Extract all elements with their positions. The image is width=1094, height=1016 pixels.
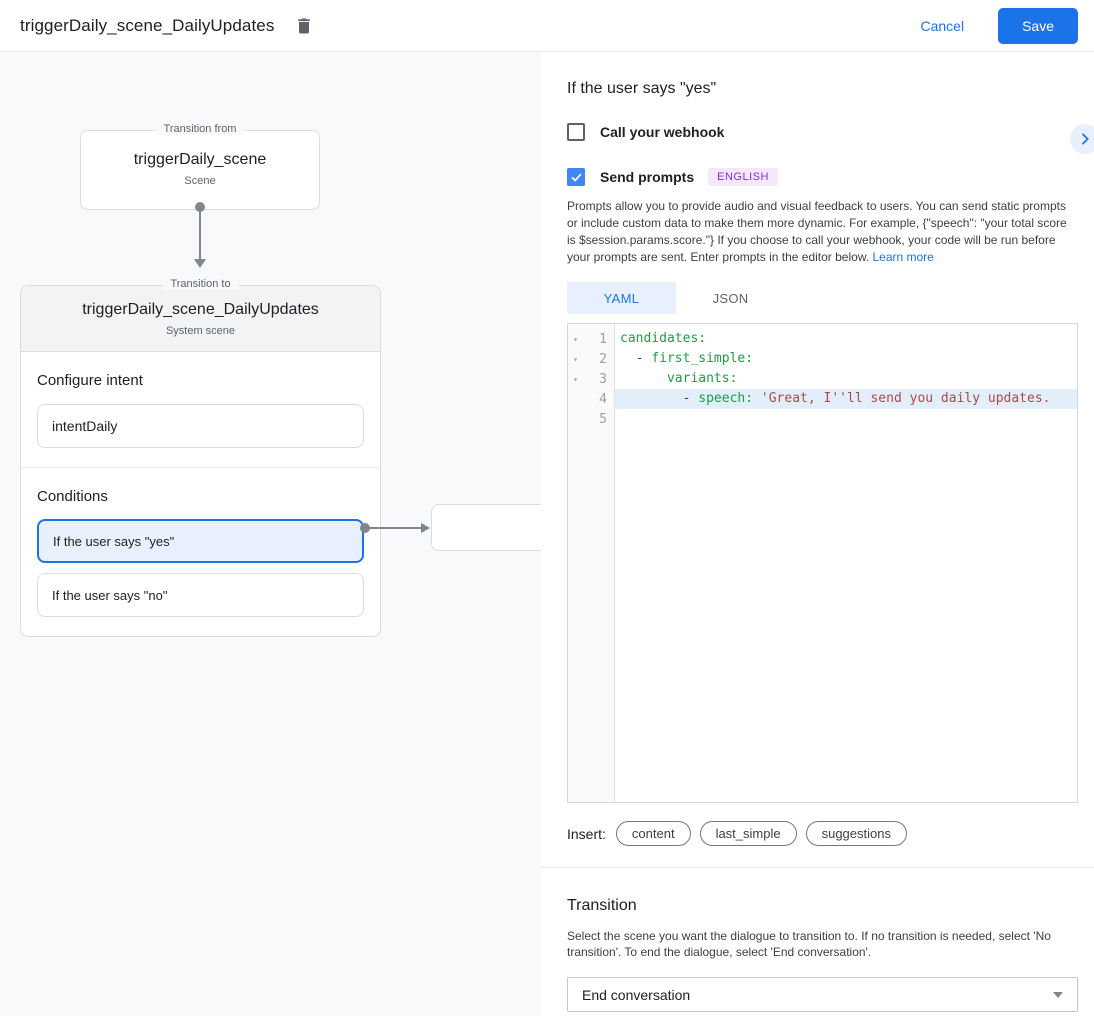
transition-select-value: End conversation <box>582 986 691 1003</box>
main-content: Transition from triggerDaily_scene Scene… <box>0 52 1094 1016</box>
prompts-description: Prompts allow you to provide audio and v… <box>567 198 1078 266</box>
code-token-plain <box>620 371 667 386</box>
editor-code-area[interactable]: candidates: - first_simple: variants: - … <box>615 324 1077 802</box>
gutter-row: ▾3 <box>568 369 614 389</box>
line-number: 4 <box>599 391 607 407</box>
transition-to-node[interactable]: Transition to triggerDaily_scene_DailyUp… <box>20 278 381 637</box>
learn-more-link[interactable]: Learn more <box>872 250 934 264</box>
transition-divider <box>541 867 1094 868</box>
transition-from-legend: Transition from <box>155 123 245 135</box>
condition-item[interactable]: If the user says "no" <box>37 573 364 617</box>
conditions-label: Conditions <box>37 488 108 505</box>
language-badge: ENGLISH <box>708 168 778 186</box>
line-number: 2 <box>599 351 607 367</box>
code-token-key: candidates: <box>620 331 707 346</box>
insert-chip-content[interactable]: content <box>615 821 691 846</box>
code-token-key: first_simple: <box>651 351 754 366</box>
line-number: 1 <box>599 331 607 347</box>
configure-intent-section: Configure intent intentDaily <box>21 352 380 467</box>
cancel-button[interactable]: Cancel <box>904 10 980 42</box>
arrow-down-icon <box>194 259 206 268</box>
header: triggerDaily_scene_DailyUpdates Cancel S… <box>0 0 1094 52</box>
gutter-row: 4 <box>568 389 614 409</box>
tab-yaml[interactable]: YAML <box>567 282 676 314</box>
dropdown-caret-icon <box>1053 991 1063 998</box>
from-scene-title: triggerDaily_scene <box>133 151 267 168</box>
checkmark-icon <box>570 171 583 184</box>
code-line[interactable]: candidates: <box>615 329 1077 349</box>
code-token-key: speech: <box>698 391 754 406</box>
editor-format-tabs: YAML JSON <box>567 282 1078 314</box>
transition-from-node[interactable]: Transition from triggerDaily_scene Scene <box>80 123 320 210</box>
connector-dot <box>195 202 205 212</box>
gutter-row: ▾2 <box>568 349 614 369</box>
fold-arrow-icon[interactable]: ▾ <box>573 334 578 344</box>
code-line[interactable]: - first_simple: <box>615 349 1077 369</box>
call-webhook-label: Call your webhook <box>600 124 725 140</box>
arrow-right-icon <box>421 523 430 533</box>
call-webhook-checkbox[interactable] <box>567 123 585 141</box>
code-token-plain: - <box>620 391 699 406</box>
connector-line-vertical <box>199 210 201 260</box>
code-line[interactable]: - speech: 'Great, I''ll send you daily u… <box>615 389 1077 409</box>
condition-target-node[interactable] <box>431 504 541 551</box>
intent-item[interactable]: intentDaily <box>37 404 364 448</box>
scene-diagram-canvas: Transition from triggerDaily_scene Scene… <box>0 52 541 1016</box>
save-button[interactable]: Save <box>998 7 1078 44</box>
gutter-row: 5 <box>568 409 614 429</box>
to-scene-title: triggerDaily_scene_DailyUpdates <box>82 301 319 318</box>
send-prompts-label: Send prompts <box>600 169 695 185</box>
conditions-section: Conditions If the user says "yes"If the … <box>21 467 380 636</box>
prompts-row: Send prompts ENGLISH <box>567 168 1078 186</box>
trash-icon <box>294 16 314 36</box>
from-scene-subtitle: Scene <box>184 175 216 187</box>
fold-arrow-icon[interactable]: ▾ <box>573 354 578 364</box>
gutter-row: ▾1 <box>568 329 614 349</box>
line-number: 3 <box>599 371 607 387</box>
insert-chips: content last_simple suggestions <box>615 821 916 846</box>
tab-json[interactable]: JSON <box>712 290 749 306</box>
code-token-str: 'Great, I''ll send you daily updates. <box>760 391 1051 406</box>
condition-connector-dot <box>360 523 370 533</box>
connector-line-horizontal <box>368 527 421 529</box>
code-token-plain <box>753 391 761 406</box>
webhook-row: Call your webhook <box>567 123 1078 141</box>
line-number: 5 <box>599 411 607 427</box>
prompts-description-text: Prompts allow you to provide audio and v… <box>567 199 1067 264</box>
transition-description: Select the scene you want the dialogue t… <box>567 929 1051 959</box>
transition-title: Transition <box>567 897 637 914</box>
code-line[interactable]: variants: <box>615 369 1077 389</box>
to-scene-subtitle: System scene <box>165 325 236 337</box>
code-token-plain: - <box>620 351 652 366</box>
send-prompts-checkbox[interactable] <box>567 168 585 186</box>
transition-select[interactable]: End conversation <box>567 977 1078 1012</box>
transition-to-legend: Transition to <box>162 278 239 290</box>
to-scene-header: triggerDaily_scene_DailyUpdates System s… <box>21 286 380 352</box>
collapse-panel-button[interactable] <box>1070 124 1094 154</box>
insert-label: Insert: <box>567 825 606 842</box>
condition-item[interactable]: If the user says "yes" <box>37 519 364 563</box>
configure-intent-label: Configure intent <box>37 372 143 389</box>
conditions-list: If the user says "yes" If the user says "… <box>37 519 364 617</box>
insert-chip-suggestions[interactable]: suggestions <box>805 821 907 846</box>
insert-chip-last_simple[interactable]: last_simple <box>699 821 797 846</box>
delete-scene-button[interactable] <box>290 12 318 40</box>
code-line[interactable] <box>615 409 1077 429</box>
condition-editor-panel: If the user says "yes" Call your webhook… <box>541 52 1094 1016</box>
insert-row: Insert: content last_simple suggestions <box>567 821 1078 846</box>
panel-title: If the user says "yes" <box>567 80 717 97</box>
code-token-key: variants: <box>666 371 738 386</box>
page-title: triggerDaily_scene_DailyUpdates <box>20 15 275 35</box>
chevron-right-icon <box>1077 131 1093 147</box>
fold-arrow-icon[interactable]: ▾ <box>573 374 578 384</box>
